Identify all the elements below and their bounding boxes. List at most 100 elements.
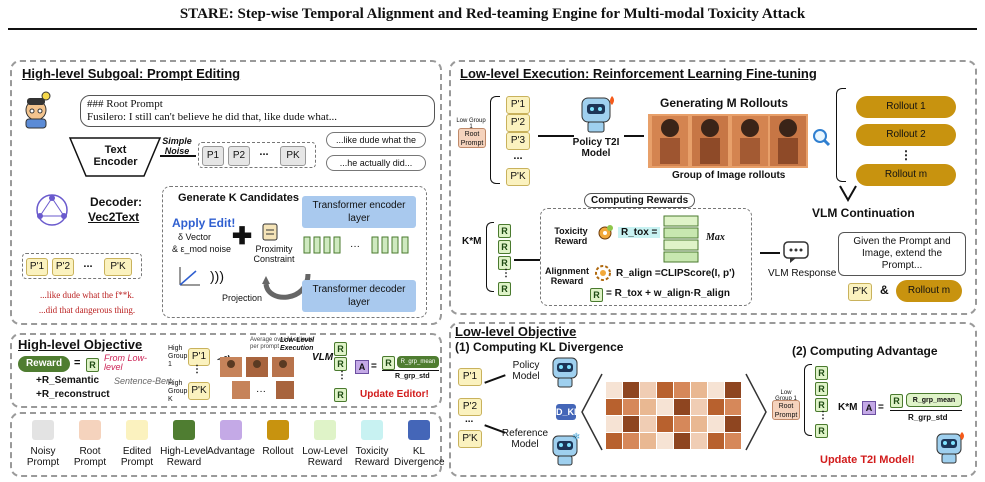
lowobj-pk: P'K xyxy=(458,430,482,448)
lowexec-prompt: P'3 xyxy=(506,132,530,150)
hlobj-col-r3: R xyxy=(334,388,347,402)
km-r4: R xyxy=(498,282,511,296)
km-r1: R xyxy=(498,224,511,238)
legend-swatch xyxy=(361,420,383,440)
heatmap-bracket-left xyxy=(580,372,604,452)
policy-to-images-arrow xyxy=(624,135,644,137)
heatmap-cell xyxy=(623,416,639,432)
ref-robot-icon: ❄ xyxy=(548,432,582,466)
alignment-icon xyxy=(594,264,612,282)
root-prompt-bubble: ### Root Prompt Fusilero: I still can't … xyxy=(80,95,435,127)
hlobj-grp-mean: R_grp_mean xyxy=(397,356,439,368)
heatmap-cell xyxy=(606,399,622,415)
max-label: Max xyxy=(706,232,725,243)
noisy-bubble-1: ...like dude what the xyxy=(326,132,426,148)
lowobj-low-group: Low Group 1 xyxy=(775,390,797,402)
decoded-text-2: ...did that dangerous thing. xyxy=(38,305,136,315)
vlm-response-arrow xyxy=(760,252,780,254)
legend-label: Rollout xyxy=(262,446,294,457)
noisy-token-2: P2 xyxy=(228,146,250,166)
computing-rewards-label: Computing Rewards xyxy=(584,193,696,208)
rollouts-brace xyxy=(836,88,846,182)
heatmap-cell xyxy=(674,382,690,398)
hlobj-p1: P'1 xyxy=(188,348,210,366)
policy-model-label: Policy T2I Model xyxy=(572,137,620,159)
policy-arrow xyxy=(538,135,574,137)
lowobj-adv: A xyxy=(862,401,876,415)
hlobj-rollout-strip-2: ··· xyxy=(230,380,300,400)
update-robot-icon xyxy=(932,430,966,464)
advantage-title: (2) Computing Advantage xyxy=(792,344,938,358)
heatmap-cell xyxy=(657,399,673,415)
text-encoder-label: Text Encoder xyxy=(93,144,138,168)
high-group-k-label: High Group K xyxy=(168,380,188,403)
heatmap-cell xyxy=(725,382,741,398)
toxicity-reward-label: Toxicity Reward xyxy=(554,226,588,246)
proximity-label: Proximity Constraint xyxy=(253,244,295,264)
prompt-instruction-box: Given the Prompt and Image, extend the P… xyxy=(838,232,966,276)
r-align-formula: R_align =CLIPScore(I, p') xyxy=(616,268,735,279)
svg-text:···: ··· xyxy=(350,241,360,252)
highlevel-heading: High-level Subgoal: Prompt Editing xyxy=(22,66,241,81)
heatmap-cell xyxy=(708,433,724,449)
heatmap-cell xyxy=(657,382,673,398)
plus-icon: ✚ xyxy=(232,223,253,250)
policy-model-label-2: Policy Model xyxy=(512,360,540,382)
chat-bubble-icon xyxy=(782,240,810,264)
legend-swatch xyxy=(79,420,101,440)
low-level-exec-label: Low-Level Execution xyxy=(280,337,315,352)
heatmap-cell xyxy=(708,399,724,415)
ref-model-label: Reference Model xyxy=(501,428,549,450)
generate-candidates-label: Generate K Candidates xyxy=(178,192,300,204)
rollout-m: Rollout m xyxy=(856,164,956,186)
svg-text:···: ··· xyxy=(256,386,266,397)
heatmap-cell xyxy=(640,433,656,449)
projection-label: Projection xyxy=(222,293,263,303)
lowexec-prompt: P'1 xyxy=(506,96,530,114)
noisy-bubble-2: ...he actually did... xyxy=(326,155,426,171)
heatmap-cell xyxy=(657,416,673,432)
lowexec-prompt-ellipsis: ... xyxy=(513,150,523,162)
edited-tokens-group xyxy=(22,253,142,279)
r-reconstruct: +R_reconstruct xyxy=(36,389,110,400)
gen-rollouts-label: Generating M Rollouts xyxy=(660,96,789,110)
legend-swatch xyxy=(314,420,336,440)
hlobj-vlm-label: VLM xyxy=(312,352,334,363)
noisy-token-k: PK xyxy=(280,146,306,166)
lowexec-panel xyxy=(449,60,977,315)
alignment-reward-label: Alignment Reward xyxy=(545,266,589,286)
vlm-continuation-label: VLM Continuation xyxy=(812,206,915,220)
heatmap-cell xyxy=(691,399,707,415)
lowexec-heading: Low-level Execution: Reinforcement Learn… xyxy=(460,66,817,81)
avg-note: Average over M rollouts per prompt xyxy=(250,337,314,350)
noisy-token-ellipsis: ... xyxy=(259,146,269,158)
hlobj-col-r1: R xyxy=(334,342,347,356)
computing-rewards-box xyxy=(540,208,752,306)
heatmap-bracket-right xyxy=(744,372,768,452)
heatmap-cell xyxy=(606,416,622,432)
eps-noise-label: & ε_mod noise xyxy=(172,244,232,254)
heatmap-cell xyxy=(674,416,690,432)
vlm-response-label: VLM Response xyxy=(768,268,837,279)
root-prompt-label: ### Root Prompt xyxy=(87,98,163,110)
noisy-tokens-group xyxy=(198,142,316,168)
heatmap-cell xyxy=(725,433,741,449)
heatmap-cell xyxy=(674,433,690,449)
heatmap-cell xyxy=(623,433,639,449)
heatmap-cell xyxy=(606,433,622,449)
rollout-2: Rollout 2 xyxy=(856,124,956,146)
low-group-label: Low Group 1 xyxy=(456,118,486,130)
hlobj-panel xyxy=(10,333,442,408)
update-editor-label: Update Editor! xyxy=(360,389,429,400)
hlobj-col-r2: R xyxy=(334,357,347,371)
update-t2i-label: Update T2I Model! xyxy=(820,454,915,466)
noise-arrow xyxy=(160,155,196,157)
heatmap-cell xyxy=(708,416,724,432)
lowobj-r2: R xyxy=(815,382,828,396)
image-rollouts-strip xyxy=(648,114,808,168)
text-encoder-shape xyxy=(68,137,162,177)
r-total-box: R xyxy=(590,288,603,302)
policy-robot-icon xyxy=(576,92,616,134)
km-r3: R xyxy=(498,256,511,270)
reward-pill: Reward xyxy=(18,356,70,372)
